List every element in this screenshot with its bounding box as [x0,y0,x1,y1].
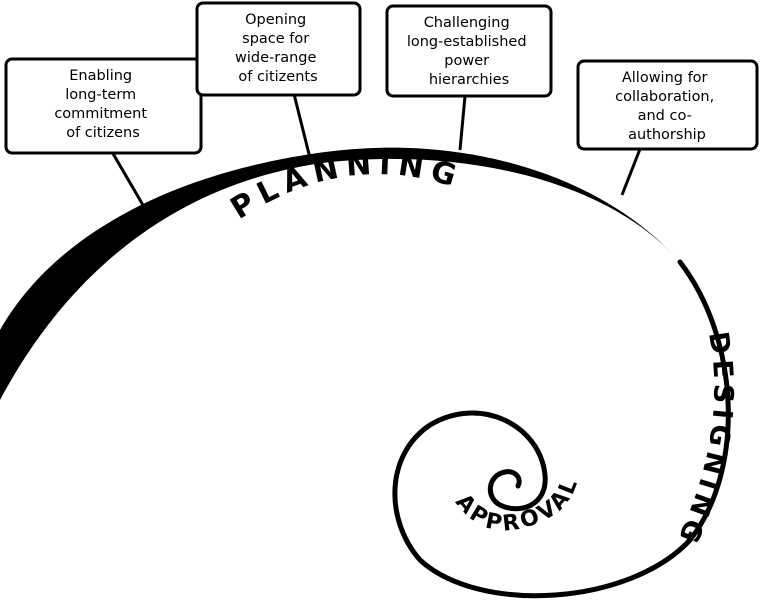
stage-label-planning-path: PLANNING [225,147,460,227]
callout-2: Opening space for wide-range of citizent… [195,1,362,97]
stage-label-planning: PLANNING [225,147,467,227]
callout-1-text: Enabling long-term commitment of citizen… [54,68,151,141]
callout-3: Challenging long-established power hiera… [385,4,553,98]
callout-2-line-4: of citizents [238,69,317,85]
callout-4-line-4: authorship [628,127,706,143]
connector-1 [106,144,149,213]
connector-3 [458,95,467,151]
callout-3-line-4: hierarchies [429,72,509,88]
connector-2 [291,89,312,159]
callout-3-line-1: Challenging [424,15,510,31]
callout-4-text: Allowing for collaboration, and co- auth… [615,70,719,143]
callout-1-line-1: Enabling [69,68,132,84]
callout-2-line-2: space for [242,31,309,47]
callout-4-line-1: Allowing for [622,70,708,86]
callout-1-line-4: of citizens [66,125,140,141]
callout-2-line-3: wide-range [235,50,316,66]
connectors [106,89,642,213]
callout-2-line-1: Opening [245,12,306,28]
callout-1-line-3: commitment [54,106,147,122]
spiral [0,147,731,599]
spiral-outer-band [0,147,680,400]
callout-1: Enabling long-term commitment of citizen… [4,57,203,155]
callout-1-line-2: long-term [65,87,136,103]
callout-3-line-3: power [444,53,489,69]
callout-4-line-3: and co- [638,108,692,124]
stage-label-designing: DESIGNING [670,330,738,552]
callout-4-line-2: collaboration, [615,89,714,105]
spiral-inner-curve [392,259,731,599]
callout-2-text: Opening space for wide-range of citizent… [235,12,321,85]
connector-4 [620,148,642,196]
callout-2-box [195,1,362,97]
callout-3-text: Challenging long-established power hiera… [407,15,531,88]
stage-label-designing-path: DESIGNING [670,330,733,552]
callout-3-box [385,4,553,98]
callout-1-box [4,57,203,155]
callout-3-line-2: long-established [407,34,527,50]
callout-4: Allowing for collaboration, and co- auth… [576,59,759,151]
callout-4-box [576,59,759,151]
